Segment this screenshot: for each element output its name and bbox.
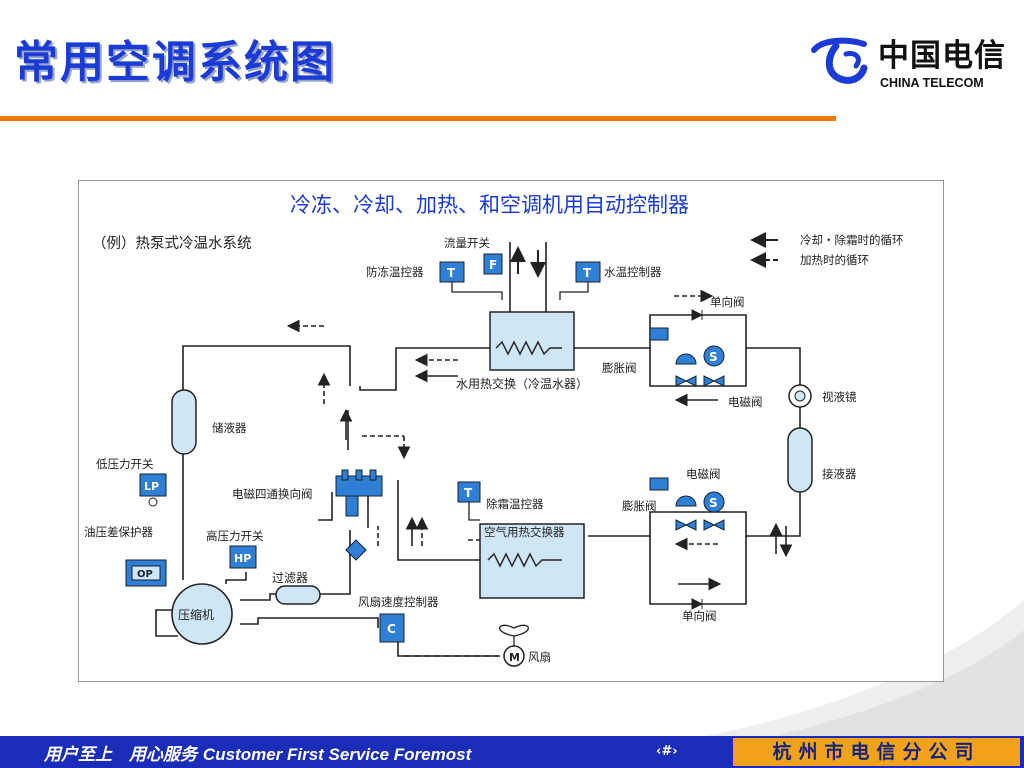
water-temp-symbol: T (583, 266, 592, 280)
defrost-symbol: T (464, 486, 473, 500)
check-valve-top: 单向阀 (691, 295, 745, 321)
filter: 过滤器 (272, 571, 321, 605)
footer-company: 杭州市电信分公司 (733, 738, 1020, 766)
background-curve (684, 600, 1024, 740)
high-pressure-switch: HP 高压力开关 (206, 529, 264, 569)
water-hx-label: 水用热交换（冷温水器） (456, 376, 588, 391)
defrost-controller: T 除霜温控器 (457, 481, 544, 521)
expansion-valve-top-label: 膨胀阀 (602, 361, 637, 375)
footer-bar: 用户至上 用心服务 Customer First Service Foremos… (0, 736, 1024, 768)
flow-arrows (286, 289, 793, 591)
check-valve-bottom-label: 单向阀 (682, 609, 717, 623)
footer-slogan-en: Customer First Service Foremost (202, 745, 472, 764)
sight-glass-label: 视液镜 (822, 390, 857, 404)
receiver: 接液器 (787, 427, 857, 493)
flow-switch-label: 流量开关 (444, 236, 490, 250)
compressor: 压缩机 (171, 583, 233, 645)
fan-motor-symbol: M (509, 651, 520, 664)
legend: 冷却・除霜时的循环 加热时的循环 (750, 232, 904, 268)
lp-symbol: LP (144, 480, 159, 493)
air-hx-label: 空气用热交换器 (484, 525, 565, 539)
four-way-valve: 电磁四通换向阀 (232, 469, 383, 561)
expansion-valve-bottom: 膨胀阀 (622, 499, 725, 531)
op-symbol: OP (137, 569, 153, 580)
flow-switch-symbol: F (489, 258, 497, 272)
water-temp-controller: T 水温控制器 (559, 261, 662, 300)
expansion-valve-bottom-label: 膨胀阀 (622, 499, 657, 513)
fan: M 风扇 (499, 624, 551, 667)
fan-label: 风扇 (528, 650, 551, 664)
antifreeze-symbol: T (447, 266, 456, 280)
china-telecom-logo-icon (811, 37, 868, 84)
air-conditioning-system-diagram: 冷冻、冷却、加热、和空调机用自动控制器 （例）热泵式冷温水系统 冷却・除霜时的循… (78, 180, 944, 682)
footer-slogan: 用户至上 用心服务 Customer First Service Foremos… (44, 740, 471, 765)
water-temp-label: 水温控制器 (604, 265, 662, 279)
oil-pressure-protector: OP 油压差保护器 (84, 525, 167, 587)
logo-chinese: 中国电信 (878, 38, 1006, 74)
solenoid-top-symbol: S (709, 350, 718, 364)
filter-label: 过滤器 (272, 571, 308, 585)
antifreeze-label: 防冻温控器 (366, 265, 424, 279)
solenoid-valve-top: S 电磁阀 (703, 345, 763, 409)
china-telecom-logo: 中国电信 CHINA TELECOM (806, 28, 1016, 98)
accumulator: 储液器 (171, 389, 247, 455)
flow-switch: F 流量开关 (444, 236, 503, 275)
check-valve-top-label: 单向阀 (710, 295, 745, 309)
four-way-label: 电磁四通换向阀 (232, 487, 313, 501)
defrost-label: 除霜温控器 (486, 497, 544, 511)
solenoid-top-label: 电磁阀 (728, 395, 763, 409)
fan-speed-label: 风扇速度控制器 (358, 595, 439, 609)
high-pressure-label: 高压力开关 (206, 529, 264, 543)
solenoid-bottom-label: 电磁阀 (686, 467, 721, 481)
water-heat-exchanger: 水用热交换（冷温水器） (456, 242, 588, 391)
solenoid-bottom-symbol: S (709, 496, 718, 510)
footer-slogan-cn: 用户至上 用心服务 (44, 745, 197, 765)
fan-speed-controller: C 风扇速度控制器 (358, 595, 502, 657)
receiver-label: 接液器 (822, 467, 857, 481)
hp-symbol: HP (234, 552, 251, 565)
logo-english: CHINA TELECOM (880, 76, 984, 90)
check-valve-bottom: 单向阀 (682, 598, 717, 623)
low-pressure-switch: LP 低压力开关 (96, 457, 167, 507)
expansion-valve-top: 膨胀阀 (602, 327, 697, 387)
compressor-label: 压缩机 (178, 607, 214, 622)
sight-glass: 视液镜 (788, 384, 857, 408)
oil-pressure-label: 油压差保护器 (84, 525, 153, 539)
page-number: ‹#› (656, 744, 678, 759)
low-pressure-label: 低压力开关 (96, 457, 154, 471)
solenoid-valve-bottom: S 电磁阀 (649, 467, 725, 513)
title-divider (0, 116, 836, 121)
accumulator-label: 储液器 (212, 421, 247, 435)
legend-dashed-label: 加热时的循环 (800, 253, 869, 267)
diagram-title: 冷冻、冷却、加热、和空调机用自动控制器 (290, 193, 689, 217)
antifreeze-controller: T 防冻温控器 (366, 261, 503, 300)
diagram-subtitle: （例）热泵式冷温水系统 (92, 235, 252, 252)
legend-solid-label: 冷却・除霜时的循环 (800, 233, 904, 247)
air-heat-exchanger: 空气用热交换器 (479, 523, 585, 599)
page-title: 常用空调系统图 (14, 37, 336, 88)
fan-speed-symbol: C (387, 622, 396, 636)
